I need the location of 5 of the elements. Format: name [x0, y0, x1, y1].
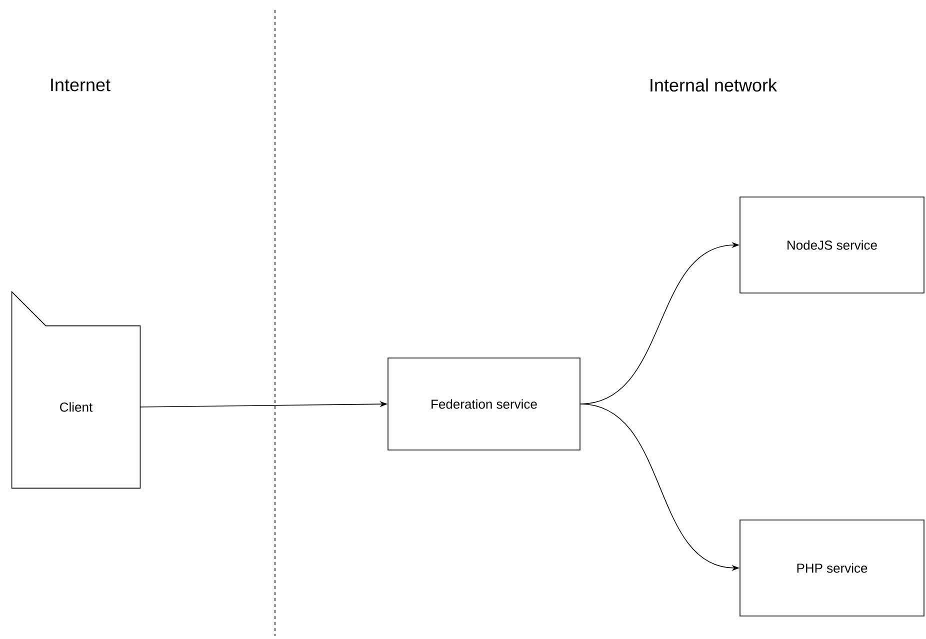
process-box: PHP service [740, 520, 924, 616]
region-label: Internet [51, 78, 110, 92]
process-box: Federation service [388, 358, 580, 450]
process-box: NodeJS service [740, 196, 924, 294]
region-label: Internal network [650, 78, 778, 92]
